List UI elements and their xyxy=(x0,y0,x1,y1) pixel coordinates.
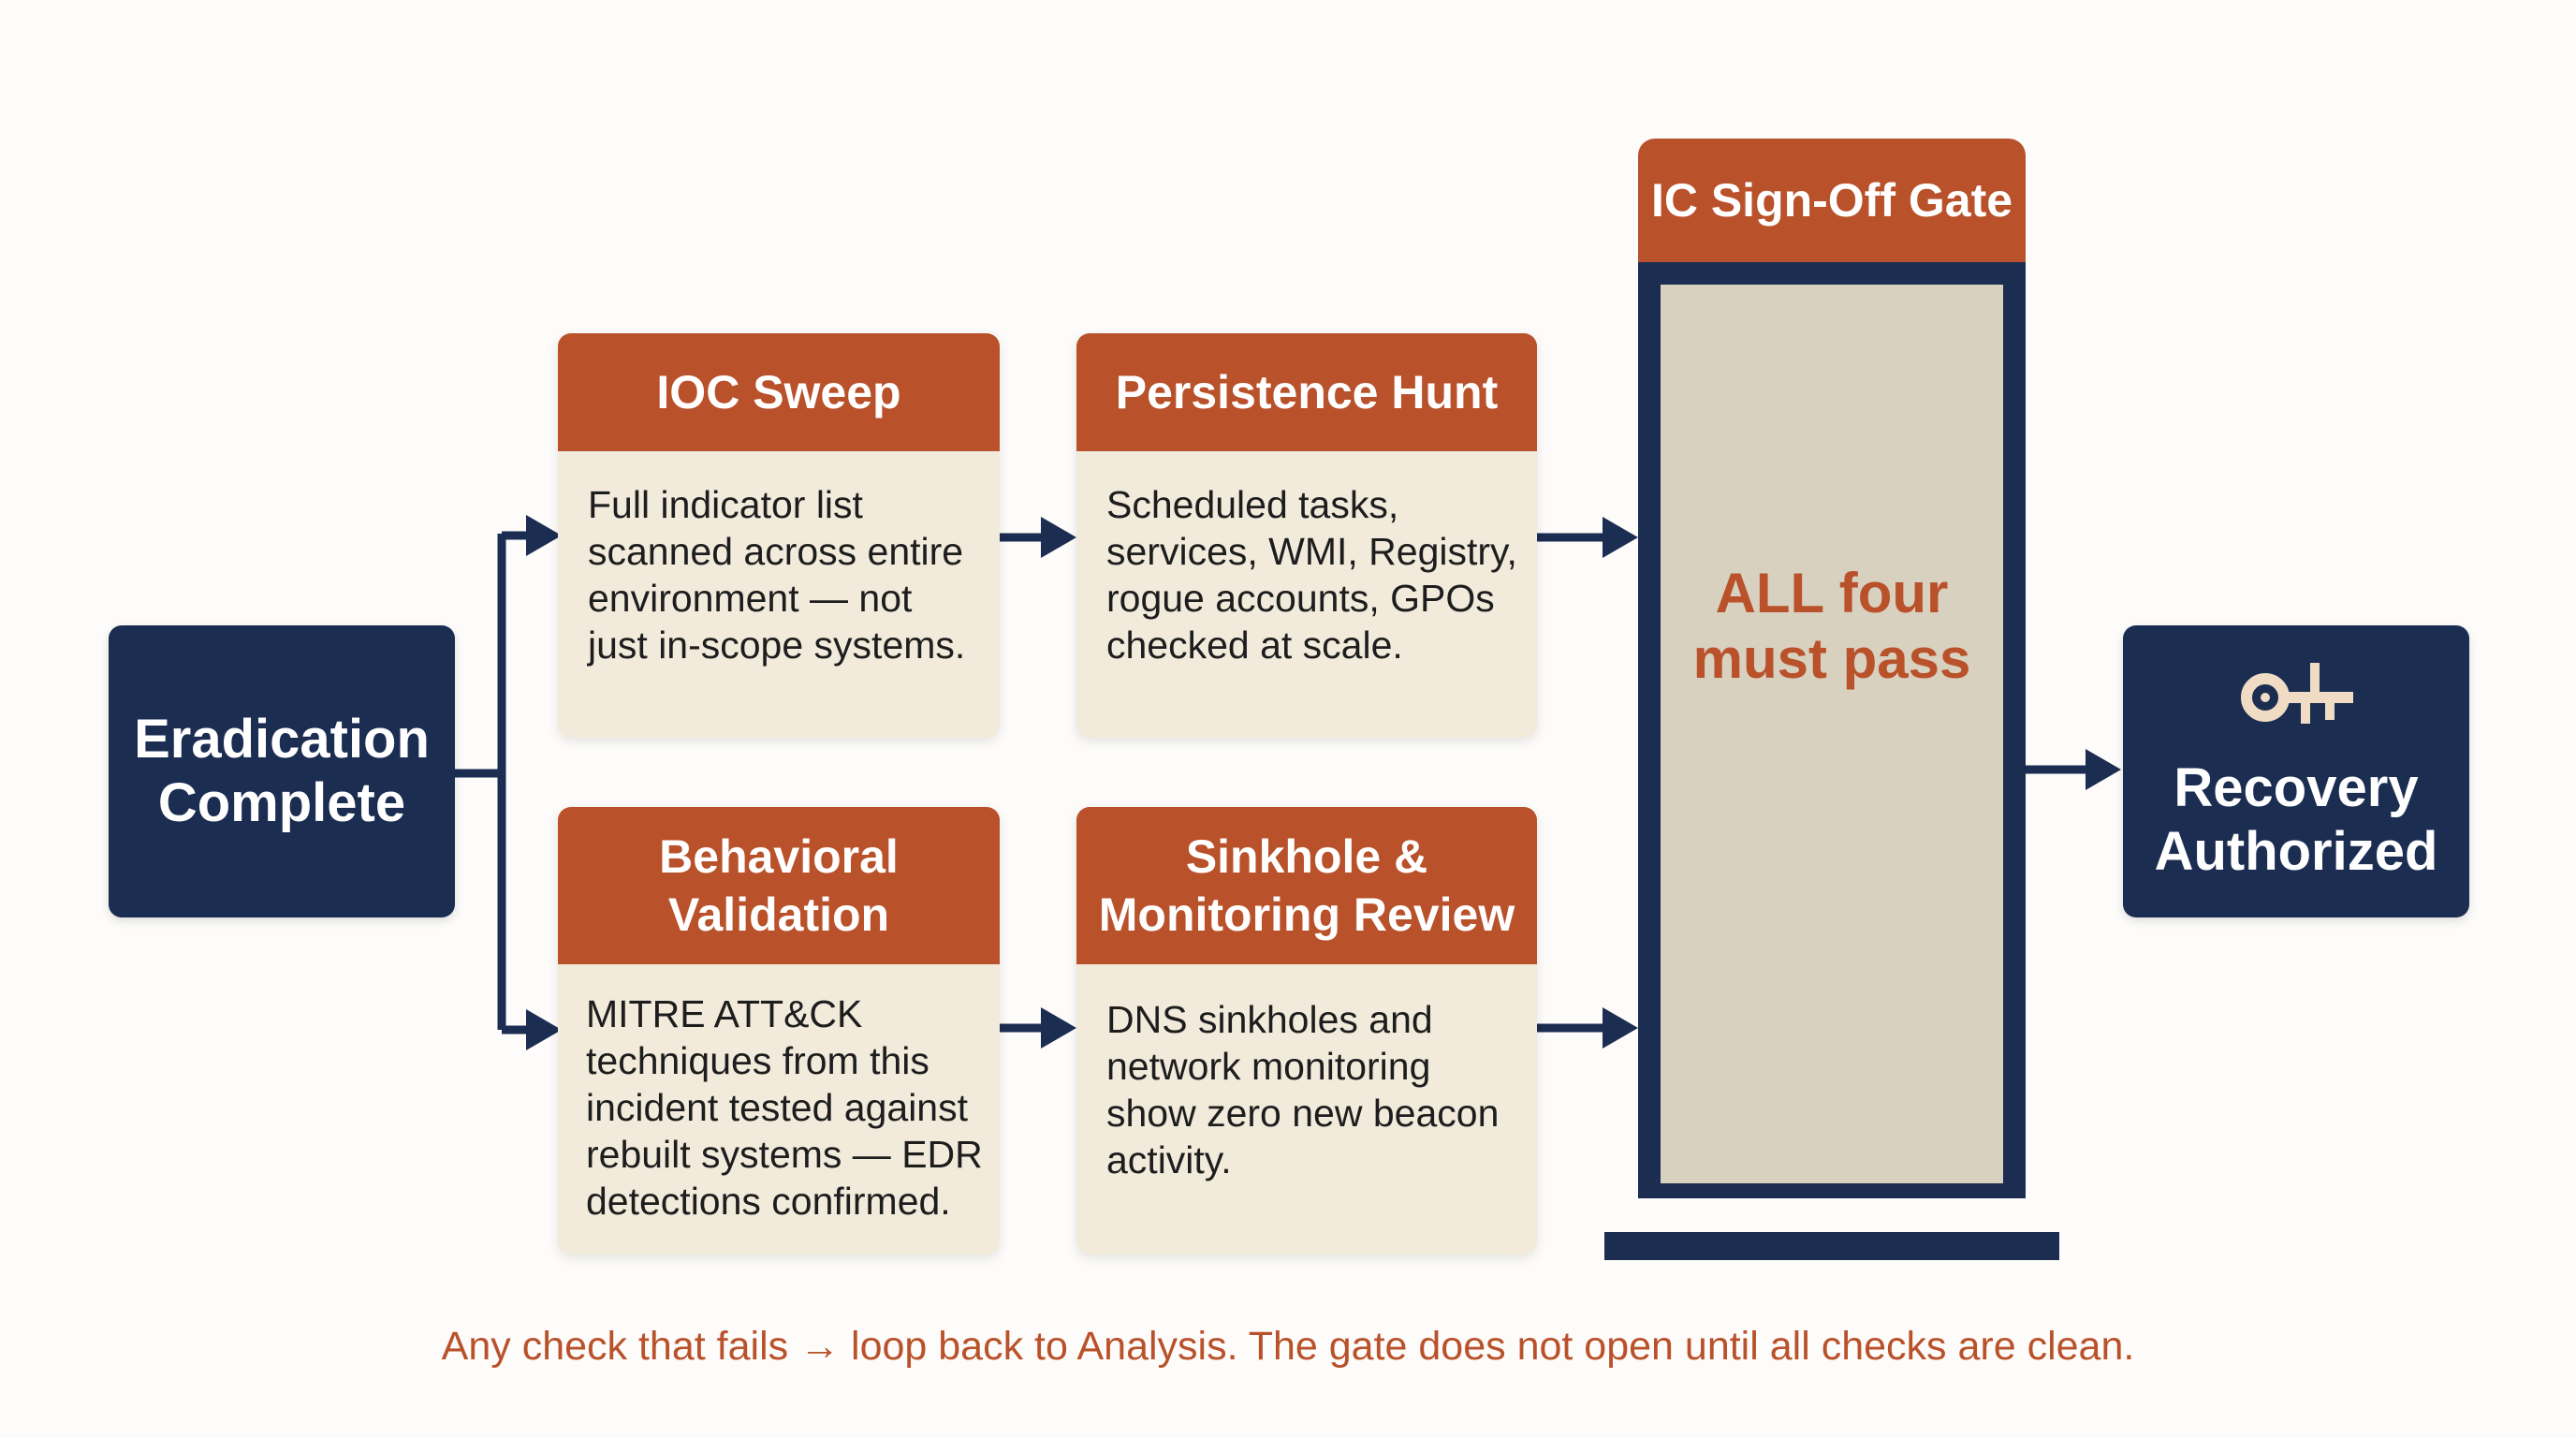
behavioral-validation-description-line: techniques from this xyxy=(586,1039,929,1082)
ioc-sweep-description: Full indicator list scanned across entir… xyxy=(588,481,981,668)
sinkhole-monitoring-description: DNS sinkholes and network monitoring sho… xyxy=(1106,996,1518,1183)
recovery-authorized-label-line-1: Recovery xyxy=(2174,757,2419,818)
gate-base xyxy=(1604,1232,2059,1260)
connector-start-trunk xyxy=(455,534,506,1030)
behavioral-validation-title-line-2: Validation xyxy=(667,888,890,941)
arrowhead-start-to-behavioral xyxy=(526,1009,562,1050)
persistence-hunt-description-line: Scheduled tasks, xyxy=(1106,483,1399,526)
behavioral-validation-description-line: MITRE ATT&CK xyxy=(586,992,863,1035)
persistence-hunt-title: Persistence Hunt xyxy=(1115,366,1499,418)
gate-message-line-2: must pass xyxy=(1692,627,1971,690)
behavioral-validation-card: Behavioral Validation MITRE ATT&CK techn… xyxy=(558,807,1000,1255)
arrowhead-start-to-ioc xyxy=(526,515,562,556)
recovery-authorized-node: Recovery Authorized xyxy=(2123,625,2469,917)
persistence-hunt-description-line: rogue accounts, GPOs xyxy=(1106,577,1495,620)
eradication-complete-label-line-1: Eradication xyxy=(134,709,430,770)
ioc-sweep-description-line: Full indicator list xyxy=(588,483,863,526)
sinkhole-monitoring-description-line: DNS sinkholes and xyxy=(1106,998,1433,1041)
arrowhead-behavioral-to-sinkhole xyxy=(1041,1007,1076,1049)
behavioral-validation-header: Behavioral Validation xyxy=(558,807,1000,964)
arrowhead-persistence-to-gate xyxy=(1603,517,1638,558)
sinkhole-monitoring-card: Sinkhole & Monitoring Review DNS sinkhol… xyxy=(1076,807,1537,1255)
ioc-sweep-description-line: just in-scope systems. xyxy=(588,624,966,667)
behavioral-validation-description: MITRE ATT&CK techniques from this incide… xyxy=(586,990,983,1225)
gate-title: IC Sign-Off Gate xyxy=(1638,139,2026,262)
recovery-authorized-label-line-2: Authorized xyxy=(2154,821,2438,882)
arrowhead-ioc-to-persistence xyxy=(1041,517,1076,558)
ic-signoff-gate: IC Sign-Off Gate ALL four must pass xyxy=(1604,139,2059,1260)
ioc-sweep-card: IOC Sweep Full indicator list scanned ac… xyxy=(558,333,1000,738)
behavioral-validation-title-line-1: Behavioral xyxy=(659,830,899,883)
gate-message-line-1: ALL four xyxy=(1715,562,1949,624)
sinkhole-monitoring-title-line-1: Sinkhole & xyxy=(1185,830,1428,883)
sinkhole-monitoring-description-line: network monitoring xyxy=(1106,1045,1431,1088)
persistence-hunt-description: Scheduled tasks, services, WMI, Registry… xyxy=(1106,481,1518,668)
persistence-hunt-description-line: services, WMI, Registry, xyxy=(1106,530,1517,573)
arrowhead-gate-to-recovery xyxy=(2086,749,2121,790)
ioc-sweep-description-line: scanned across entire xyxy=(588,530,964,573)
arrowhead-sinkhole-to-gate xyxy=(1603,1007,1638,1049)
behavioral-validation-description-line: detections confirmed. xyxy=(586,1180,951,1223)
gate-frame: ALL four must pass xyxy=(1638,262,2026,1198)
behavioral-validation-description-line: incident tested against xyxy=(586,1086,968,1129)
sinkhole-monitoring-title-line-2: Monitoring Review xyxy=(1098,888,1515,941)
ioc-sweep-title: IOC Sweep xyxy=(656,366,901,418)
ioc-sweep-header: IOC Sweep xyxy=(558,333,1000,451)
ioc-sweep-description-line: environment — not xyxy=(588,577,913,620)
eradication-complete-node: Eradication Complete xyxy=(109,625,455,917)
footer-note: Any check that fails → loop back to Anal… xyxy=(441,1324,2135,1369)
persistence-hunt-header: Persistence Hunt xyxy=(1076,333,1537,451)
persistence-hunt-card: Persistence Hunt Scheduled tasks, servic… xyxy=(1076,333,1537,738)
gate-panel: ALL four must pass xyxy=(1661,285,2003,1183)
persistence-hunt-description-line: checked at scale. xyxy=(1106,624,1403,667)
sinkhole-monitoring-description-line: activity. xyxy=(1106,1138,1232,1181)
eradication-complete-label-line-2: Complete xyxy=(157,772,406,833)
behavioral-validation-description-line: rebuilt systems — EDR xyxy=(586,1133,983,1176)
key-icon xyxy=(2241,663,2353,724)
sinkhole-monitoring-header: Sinkhole & Monitoring Review xyxy=(1076,807,1537,964)
sinkhole-monitoring-description-line: show zero new beacon xyxy=(1106,1092,1500,1135)
